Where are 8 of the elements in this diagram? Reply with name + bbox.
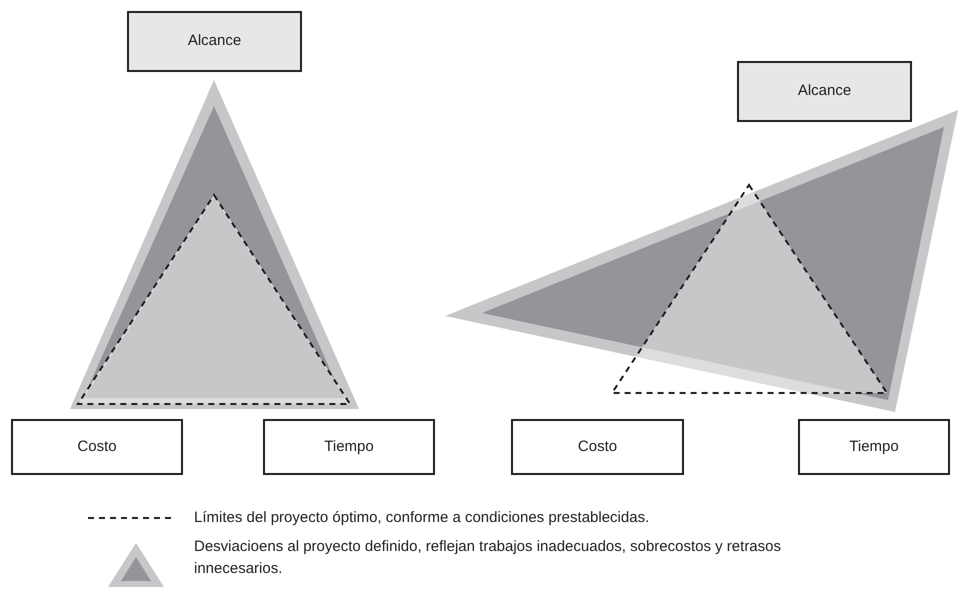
legend-text: Límites del proyecto óptimo, conforme a condiciones prestablecidas. bbox=[194, 508, 650, 528]
label-box: Tiempo bbox=[798, 419, 950, 475]
label-box: Alcance bbox=[737, 61, 912, 122]
label-box: Tiempo bbox=[263, 419, 435, 475]
label-box: Alcance bbox=[127, 11, 302, 72]
label-box: Costo bbox=[511, 419, 684, 475]
label-box: Costo bbox=[11, 419, 183, 475]
legend-text: Desviacioens al proyecto definido, reflejan trabajos inadecuados, sobrecostos y retrasos innecesarios. bbox=[194, 537, 782, 579]
